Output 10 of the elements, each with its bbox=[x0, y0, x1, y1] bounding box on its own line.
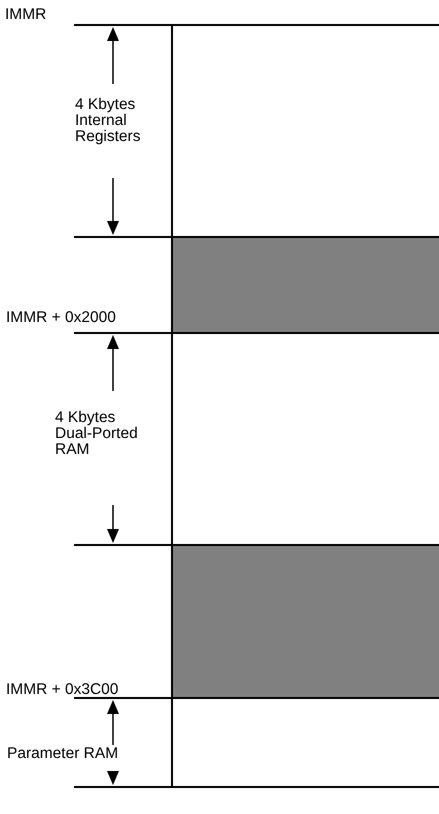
region-size-label: 4 Kbytes Internal Registers bbox=[75, 97, 142, 145]
memory-region-block bbox=[171, 697, 439, 788]
address-label: IMMR + 0x2000 bbox=[6, 310, 116, 326]
memory-region-block bbox=[171, 24, 439, 238]
address-label: IMMR bbox=[5, 7, 46, 23]
address-label: IMMR + 0x3C00 bbox=[6, 682, 118, 698]
region-size-label: Parameter RAM bbox=[7, 746, 118, 762]
region-size-label: 4 Kbytes Dual-Ported RAM bbox=[55, 410, 139, 458]
memory-region-block bbox=[171, 236, 439, 334]
memory-region-block bbox=[171, 544, 439, 699]
